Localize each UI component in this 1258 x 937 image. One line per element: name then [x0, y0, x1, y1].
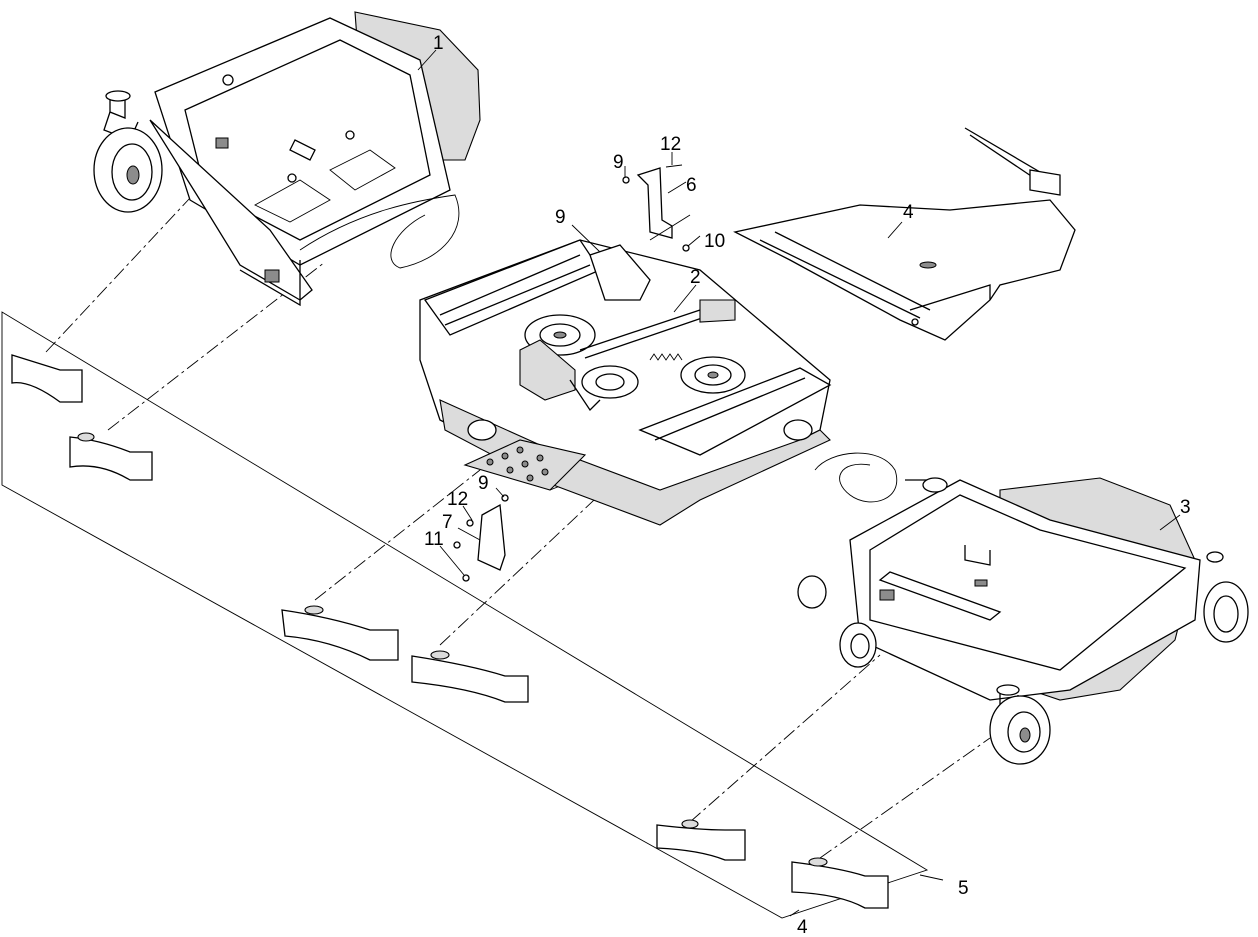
center-deck — [419, 239, 832, 526]
callout-9-top: 9 — [613, 152, 624, 173]
callout-7: 7 — [442, 512, 453, 533]
bracket-6 — [622, 164, 691, 252]
alignment-lines — [45, 197, 991, 859]
callout-4-bottom: 4 — [797, 917, 808, 937]
callout-4-rear: 4 — [903, 202, 914, 223]
rear-deflector — [733, 127, 1076, 341]
right-side-deck — [797, 452, 1249, 765]
mounting-straps — [11, 354, 889, 909]
strap-5 — [656, 824, 746, 861]
callout-1: 1 — [433, 33, 444, 54]
kit-outline — [1, 311, 929, 919]
strap-3 — [281, 609, 399, 661]
callout-12-low: 12 — [447, 489, 468, 510]
strap-2 — [69, 436, 153, 481]
callout-9-low: 9 — [478, 473, 489, 494]
strap-6 — [791, 861, 889, 909]
callouts: 1 2 3 4 4 5 6 7 9 9 9 10 11 12 12 — [424, 33, 1191, 937]
strap-1 — [11, 354, 83, 403]
callout-5: 5 — [958, 878, 969, 899]
callout-3: 3 — [1180, 497, 1191, 518]
callout-11: 11 — [424, 529, 444, 550]
callout-9-mid: 9 — [555, 207, 566, 228]
leader-lines — [417, 49, 1181, 917]
callout-10: 10 — [704, 231, 725, 252]
callout-2: 2 — [690, 267, 701, 288]
left-side-deck — [93, 11, 481, 307]
callout-6: 6 — [686, 175, 697, 196]
callout-12-top: 12 — [660, 134, 681, 155]
strap-4 — [411, 655, 529, 703]
bracket-7 — [453, 494, 509, 582]
